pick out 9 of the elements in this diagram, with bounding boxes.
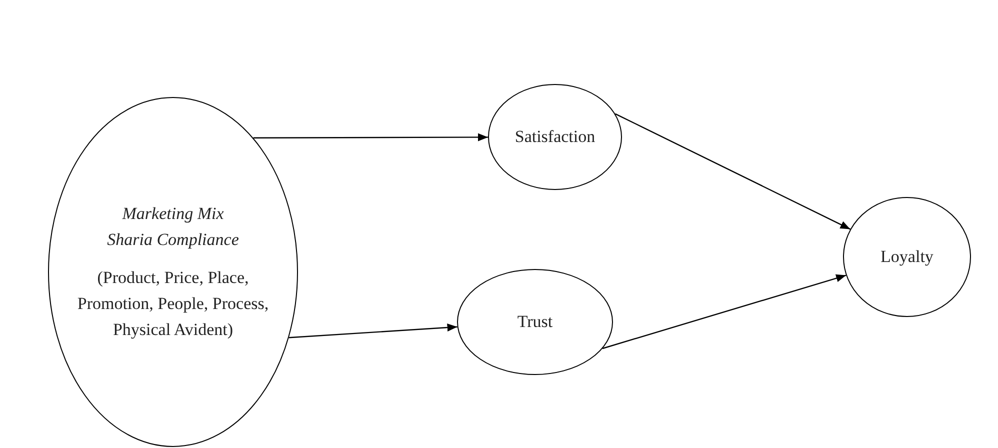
arrow <box>614 113 851 230</box>
arrow <box>253 133 488 142</box>
node-label: Trust <box>516 311 554 333</box>
arrow <box>602 274 846 350</box>
arrow <box>288 324 458 338</box>
node-label: Satisfaction <box>514 126 596 148</box>
node-label: (Product, Price, Place, Promotion, People, Process, Physical Avident) <box>76 267 270 341</box>
node-label: Loyalty <box>880 246 934 268</box>
node-label: Marketing Mix Sharia Compliance <box>106 203 240 251</box>
